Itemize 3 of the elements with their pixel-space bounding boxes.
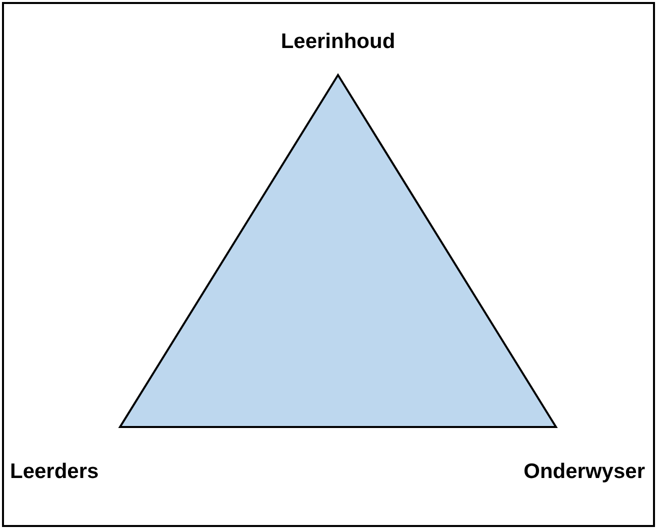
vertex-label: Onderwyser (524, 460, 645, 484)
vertex-label: Leerders (10, 460, 99, 484)
vertex-label: Leerinhoud (280, 30, 396, 54)
